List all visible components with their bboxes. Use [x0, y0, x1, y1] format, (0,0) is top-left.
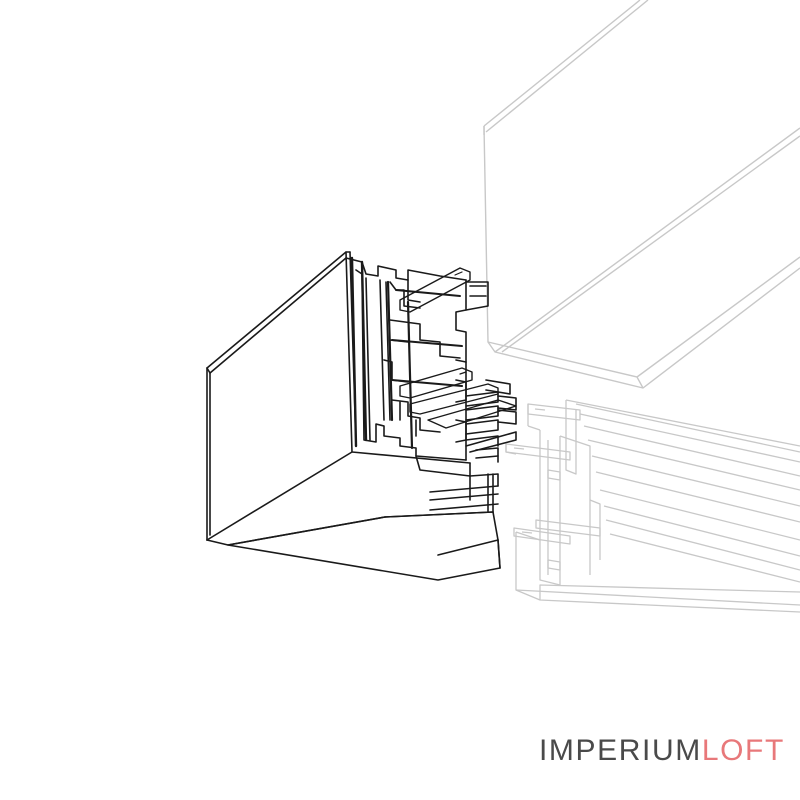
logo-text-part1: IMPERIUM: [539, 734, 702, 767]
main-profile: [206, 251, 517, 581]
ghost-ceiling-profile: [483, 0, 800, 389]
imperiumloft-logo: IMPERIUMLOFT: [539, 734, 785, 768]
logo-text-part2: LOFT: [701, 734, 785, 767]
ghost-lower-profile: [505, 399, 800, 613]
